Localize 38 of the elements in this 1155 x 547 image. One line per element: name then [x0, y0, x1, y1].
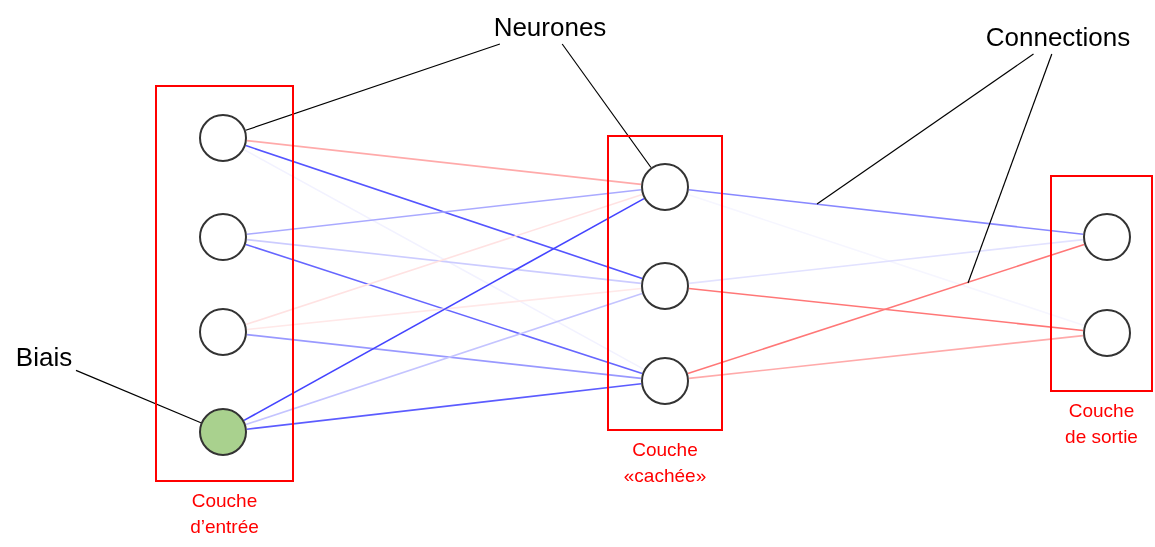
neuron-circle	[641, 357, 689, 405]
neuron-circle	[641, 163, 689, 211]
leader-line	[816, 53, 1035, 205]
annotation-text: Biais	[12, 340, 76, 374]
connection-line	[246, 188, 642, 236]
leader-line	[75, 369, 202, 424]
layer-label: Couche «cachée»	[622, 438, 708, 488]
neuron-circle	[199, 213, 247, 261]
neuron-circle	[199, 308, 247, 356]
connection-line	[246, 139, 642, 186]
connection-line	[688, 238, 1084, 285]
connection-line	[245, 144, 643, 280]
connection-line	[243, 197, 645, 422]
annotation-text: Connections	[968, 20, 1148, 54]
connection-line	[687, 193, 1085, 327]
connection-line	[687, 243, 1085, 375]
leader-line	[245, 43, 501, 131]
neuron-circle	[641, 262, 689, 310]
layer-label: Couche d’entrée	[189, 489, 260, 539]
neuron-circle	[199, 114, 247, 162]
neuron-circle	[1083, 213, 1131, 261]
connection-line	[245, 193, 643, 326]
neuron-circle	[1083, 309, 1131, 357]
annotation-text: Neurones	[482, 10, 618, 44]
connection-line	[245, 243, 643, 375]
connection-line	[243, 148, 645, 371]
connection-line	[246, 383, 642, 430]
bias-neuron-circle	[199, 408, 247, 456]
connection-line	[688, 287, 1084, 332]
connection-line	[246, 238, 642, 285]
layer-label: Couche de sortie	[1064, 399, 1139, 449]
connection-line	[688, 188, 1084, 236]
connection-line	[245, 292, 643, 426]
connection-line	[246, 333, 642, 380]
leader-line	[967, 53, 1053, 284]
connection-line	[246, 287, 642, 331]
leader-line	[561, 43, 652, 169]
connection-line	[688, 334, 1084, 380]
